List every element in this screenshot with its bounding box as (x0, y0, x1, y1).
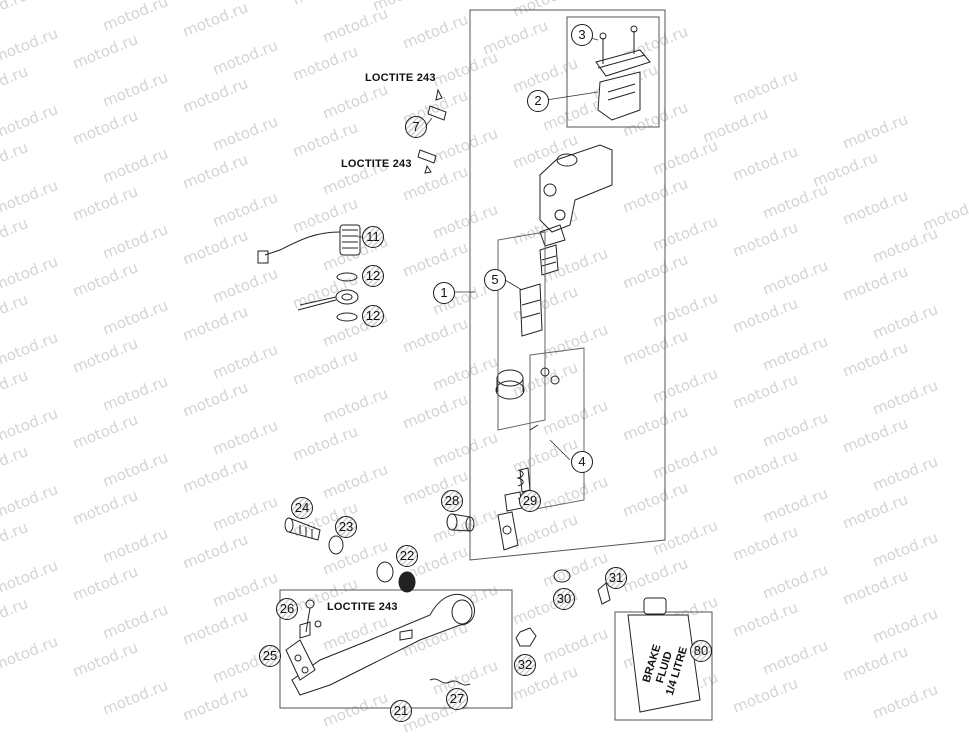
brake-fluid-bottle (627, 597, 701, 713)
callout-29[interactable]: 29 (519, 490, 541, 512)
bushing-22a (376, 561, 394, 583)
callout-28[interactable]: 28 (441, 490, 463, 512)
pin-28 (446, 513, 475, 532)
clip-31 (597, 582, 611, 605)
callout-12[interactable]: 12 (362, 265, 384, 287)
callout-31[interactable]: 31 (605, 567, 627, 589)
callout-80[interactable]: 80 (690, 640, 712, 662)
loctite-label: LOCTITE 243 (341, 158, 412, 170)
o-ring-12a (336, 272, 358, 282)
washer-23 (328, 535, 344, 555)
banjo-12 (297, 289, 359, 322)
callout-30[interactable]: 30 (553, 588, 575, 610)
reservoir-cap (595, 25, 651, 121)
brake-pedal-21 (285, 593, 475, 696)
fitting-7 (417, 88, 447, 174)
callout-5[interactable]: 5 (484, 269, 506, 291)
callout-22[interactable]: 22 (396, 545, 418, 567)
master-cylinder-body (539, 144, 613, 247)
callout-26[interactable]: 26 (276, 598, 298, 620)
leader-lines (358, 35, 599, 502)
callout-27[interactable]: 27 (446, 688, 468, 710)
callout-24[interactable]: 24 (291, 497, 313, 519)
bolt-24 (284, 517, 321, 541)
assembly-frame (469, 9, 666, 561)
sensor-11 (257, 224, 361, 264)
callout-4[interactable]: 4 (571, 451, 593, 473)
callout-12[interactable]: 12 (362, 305, 384, 327)
bolt-26 (299, 599, 322, 639)
callout-21[interactable]: 21 (390, 700, 412, 722)
spring-27 (429, 678, 471, 686)
loctite-label: LOCTITE 243 (365, 72, 436, 84)
pedal-frame (279, 589, 513, 709)
bushing-22b (398, 571, 416, 593)
callout-25[interactable]: 25 (259, 645, 281, 667)
callout-2[interactable]: 2 (527, 90, 549, 112)
callout-1[interactable]: 1 (433, 282, 455, 304)
washer-30 (553, 569, 571, 583)
callout-7[interactable]: 7 (405, 116, 427, 138)
fluid-frame (614, 611, 713, 721)
loctite-label: LOCTITE 243 (327, 601, 398, 613)
callout-3[interactable]: 3 (571, 24, 593, 46)
callout-23[interactable]: 23 (335, 516, 357, 538)
callout-32[interactable]: 32 (514, 654, 536, 676)
piston-kit (495, 244, 559, 400)
push-rod (497, 367, 560, 551)
nut-32 (515, 627, 537, 647)
callout-11[interactable]: 11 (362, 226, 384, 248)
reservoir-box (566, 16, 660, 128)
